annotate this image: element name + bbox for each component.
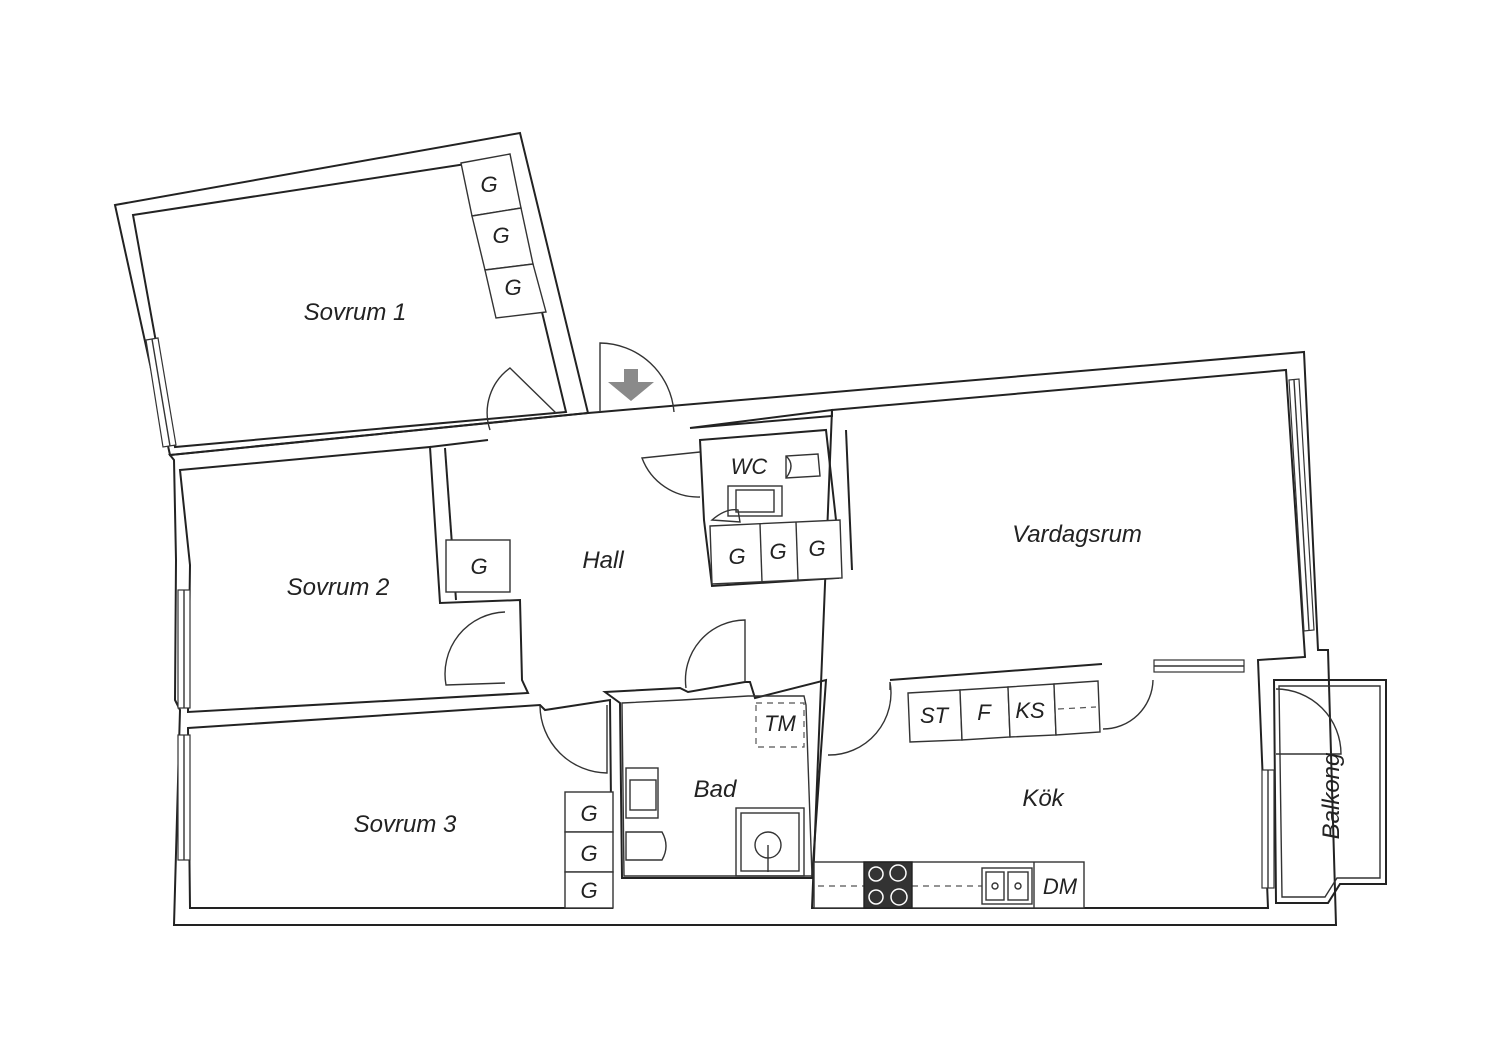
toilet-icon <box>625 831 667 861</box>
room-label-balkong: Balkong <box>1318 752 1345 839</box>
room-label-hall: Hall <box>582 547 624 574</box>
fridge-freezer-label: KS <box>1015 698 1045 723</box>
room-label-bad: Bad <box>694 776 737 803</box>
wardrobe-label: G <box>470 554 487 579</box>
freezer-label: F <box>977 700 992 725</box>
room-label-sovrum-1: Sovrum 1 <box>304 299 407 326</box>
room-label-sovrum-2: Sovrum 2 <box>287 574 390 601</box>
wardrobe-label: G <box>580 841 597 866</box>
room-labels: Sovrum 1 Sovrum 2 Sovrum 3 Hall WC Varda… <box>287 299 1345 839</box>
wardrobe-label: G <box>580 801 597 826</box>
wardrobe-label: G <box>492 223 509 248</box>
toilet-icon <box>785 453 821 479</box>
stove-label: ST <box>920 703 950 728</box>
wardrobes <box>445 153 843 909</box>
wardrobe-label: G <box>808 536 825 561</box>
kitchen-sink-icon <box>981 867 1033 905</box>
wardrobe-label: G <box>728 544 745 569</box>
dishwasher-label: DM <box>1043 874 1078 899</box>
room-label-wc: WC <box>731 454 768 479</box>
room-label-vardagsrum: Vardagsrum <box>1012 521 1142 548</box>
doors <box>444 342 1342 774</box>
windows <box>145 337 1315 889</box>
entrance-arrow-icon <box>608 369 654 401</box>
sink-icon <box>727 485 783 517</box>
kitchen-fixtures <box>813 680 1101 909</box>
room-label-kok: Kök <box>1022 785 1065 812</box>
room-label-sovrum-3: Sovrum 3 <box>354 811 457 838</box>
wardrobe-label: G <box>769 539 786 564</box>
stove-icon <box>863 861 913 909</box>
wc-fixtures <box>710 453 821 523</box>
wardrobe-label: G <box>504 275 521 300</box>
sink-icon <box>625 767 659 819</box>
wardrobe-label: G <box>580 878 597 903</box>
shower-icon <box>735 807 805 877</box>
bathroom-fixtures <box>625 702 805 877</box>
washing-machine-label: TM <box>764 711 796 736</box>
balcony <box>1272 679 1387 904</box>
wardrobe-label: G <box>480 172 497 197</box>
fixture-labels: G G G G G G G G G G TM ST F KS DM <box>470 172 1077 903</box>
